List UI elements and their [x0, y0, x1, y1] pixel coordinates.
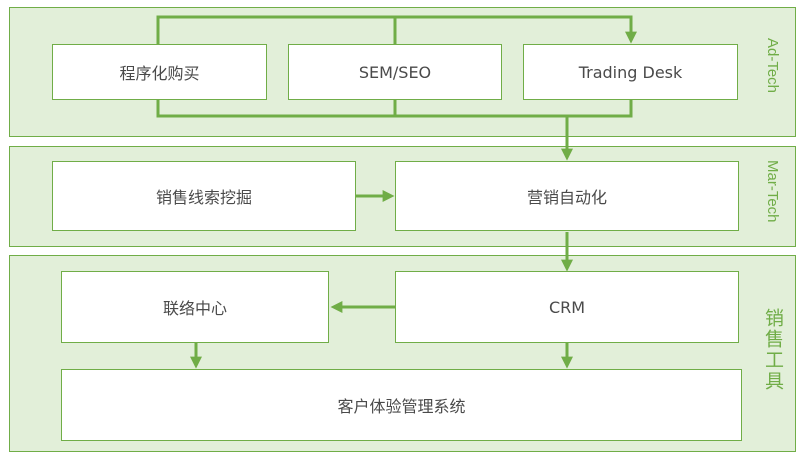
- node-crm: CRM: [395, 271, 739, 343]
- label-sales-tools: 销售工具: [762, 308, 784, 392]
- node-lead-mining: 销售线索挖掘: [52, 161, 356, 231]
- label-mar-tech: Mar-Tech: [764, 160, 781, 223]
- node-programmatic-buying: 程序化购买: [52, 44, 267, 100]
- node-contact-center: 联络中心: [61, 271, 329, 343]
- node-trading-desk: Trading Desk: [523, 44, 738, 100]
- node-marketing-automation: 营销自动化: [395, 161, 739, 231]
- node-cx-management-system: 客户体验管理系统: [61, 369, 742, 441]
- label-ad-tech: Ad-Tech: [764, 38, 781, 94]
- node-sem-seo: SEM/SEO: [288, 44, 502, 100]
